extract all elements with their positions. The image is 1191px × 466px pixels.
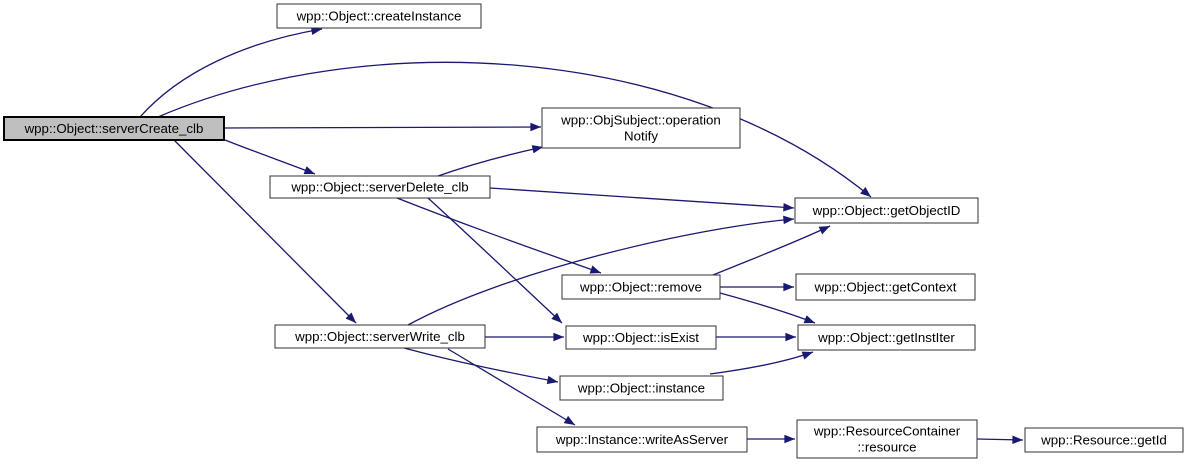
- node-writeAsServer[interactable]: wpp::Instance::writeAsServer: [536, 426, 748, 453]
- node-getContext[interactable]: wpp::Object::getContext: [795, 273, 976, 301]
- edge-serverWrite-clb-to-getObjectID: [407, 215, 795, 326]
- edge-resource-to-getId: [976, 435, 1024, 445]
- edge-serverCreate-clb-to-operationNotify: [223, 122, 542, 132]
- edge-serverDelete-clb-to-getObjectID: [489, 187, 795, 212]
- node-label: wpp::Object::isExist: [582, 330, 699, 345]
- node-label: ::resource: [857, 440, 916, 455]
- node-box[interactable]: [1024, 427, 1184, 453]
- node-box[interactable]: [276, 3, 482, 29]
- node-label: wpp::Resource::getId: [1040, 433, 1167, 448]
- node-box[interactable]: [269, 175, 491, 199]
- edge-serverCreate-clb-to-createInstance: [139, 26, 323, 118]
- node-box[interactable]: [797, 324, 976, 351]
- node-label: wpp::Object::getObjectID: [812, 203, 961, 218]
- node-label: wpp::Object::serverWrite_clb: [294, 329, 465, 344]
- edge-serverDelete-clb-to-remove: [396, 197, 602, 274]
- node-label: wpp::Instance::writeAsServer: [555, 432, 729, 447]
- node-label: wpp::Object::serverCreate_clb: [24, 121, 204, 136]
- edge-serverDelete-clb-to-isExist: [427, 197, 563, 324]
- edge-remove-to-getInstIter: [719, 292, 816, 324]
- node-box[interactable]: [559, 375, 724, 401]
- node-label: Notify: [624, 129, 658, 144]
- edge-instance-to-getInstIter: [709, 351, 814, 375]
- node-box[interactable]: [795, 273, 976, 301]
- node-getId[interactable]: wpp::Resource::getId: [1024, 427, 1184, 453]
- node-serverWrite-clb[interactable]: wpp::Object::serverWrite_clb: [274, 324, 486, 349]
- node-label: wpp::Object::getInstIter: [817, 330, 955, 345]
- edge-serverCreate-clb-to-getObjectID: [157, 61, 872, 198]
- node-resource[interactable]: wpp::ResourceContainer::resource: [796, 419, 978, 459]
- node-label: wpp::ResourceContainer: [813, 424, 961, 439]
- node-label: wpp::Object::remove: [579, 280, 702, 295]
- node-label: wpp::Object::getContext: [814, 280, 957, 295]
- edge-remove-to-getObjectID: [712, 225, 831, 276]
- node-label: wpp::Object::createInstance: [296, 9, 462, 24]
- node-box[interactable]: [541, 107, 741, 149]
- node-label: wpp::ObjSubject::operation: [560, 113, 721, 128]
- edge-serverWrite-clb-to-writeAsServer: [447, 348, 576, 426]
- node-serverCreate-clb[interactable]: wpp::Object::serverCreate_clb: [3, 116, 225, 141]
- nodes-layer: wpp::Object::serverCreate_clbwpp::Object…: [3, 3, 1184, 459]
- node-instance[interactable]: wpp::Object::instance: [559, 375, 724, 401]
- node-box[interactable]: [794, 197, 979, 224]
- node-box[interactable]: [565, 325, 717, 350]
- node-isExist[interactable]: wpp::Object::isExist: [565, 325, 717, 350]
- edge-serverCreate-clb-to-serverDelete-clb: [224, 139, 316, 175]
- edge-serverWrite-clb-to-instance: [403, 347, 559, 385]
- node-getObjectID[interactable]: wpp::Object::getObjectID: [794, 197, 979, 224]
- node-box[interactable]: [536, 426, 748, 453]
- node-remove[interactable]: wpp::Object::remove: [561, 274, 721, 300]
- node-box[interactable]: [796, 419, 978, 459]
- node-box[interactable]: [561, 274, 721, 300]
- edges-layer: [139, 26, 1024, 445]
- node-box[interactable]: [274, 324, 486, 349]
- node-box[interactable]: [3, 116, 225, 141]
- node-label: wpp::Object::serverDelete_clb: [290, 180, 468, 195]
- edge-serverDelete-clb-to-operationNotify: [437, 145, 544, 177]
- node-label: wpp::Object::instance: [577, 381, 705, 396]
- node-getInstIter[interactable]: wpp::Object::getInstIter: [797, 324, 976, 351]
- node-serverDelete-clb[interactable]: wpp::Object::serverDelete_clb: [269, 175, 491, 199]
- node-createInstance[interactable]: wpp::Object::createInstance: [276, 3, 482, 29]
- edge-serverCreate-clb-to-serverWrite-clb: [173, 139, 357, 324]
